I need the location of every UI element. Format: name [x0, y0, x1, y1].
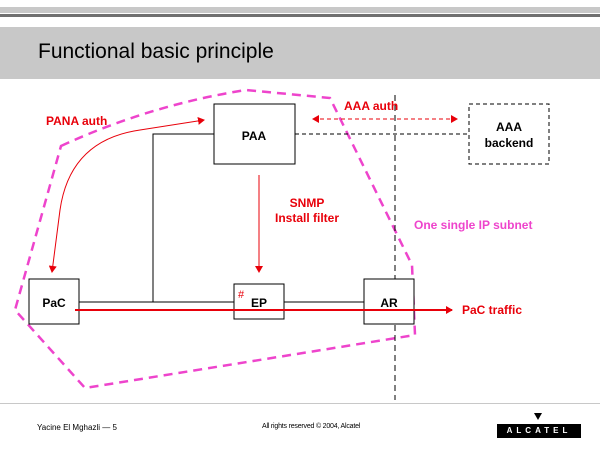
top-rule-dark: [0, 14, 600, 17]
footer-author-page: Yacine El Mghazli — 5: [37, 423, 117, 432]
snmp-label-2: Install filter: [275, 211, 339, 225]
pac-node: [28, 278, 80, 325]
logo-triangle-icon: [534, 413, 542, 420]
footer-copyright: All rights reserved © 2004, Alcatel: [262, 423, 361, 430]
paa-node: [213, 103, 296, 165]
logo-text: ALCATEL: [497, 424, 581, 438]
title-bar: [0, 27, 600, 79]
pac-traffic-label: PaC traffic: [462, 303, 522, 317]
alcatel-logo: ALCATEL: [497, 413, 581, 439]
aaa-backend-label-1: AAA: [496, 120, 522, 134]
snmp-label-1: SNMP: [290, 196, 325, 210]
ar-label: AR: [380, 296, 398, 310]
ep-marker: #: [238, 289, 245, 301]
slide-title: Functional basic principle: [38, 40, 274, 63]
subnet-label: One single IP subnet: [414, 218, 532, 232]
pana-auth-arrow: [48, 116, 205, 273]
pana-auth-label: PANA auth: [46, 114, 107, 128]
ar-node: [363, 278, 415, 325]
aaa-backend-label-2: backend: [485, 136, 534, 150]
paa-label: PAA: [242, 129, 267, 143]
pac-label: PaC: [42, 296, 66, 310]
link-paa-bus: [152, 133, 214, 302]
aaa-backend-node: [468, 103, 550, 165]
ep-label: EP: [251, 296, 267, 310]
footer-rule: [0, 403, 600, 404]
ep-node: [233, 283, 285, 320]
aaa-auth-label: AAA auth: [344, 99, 398, 113]
top-rule-light: [0, 7, 600, 13]
